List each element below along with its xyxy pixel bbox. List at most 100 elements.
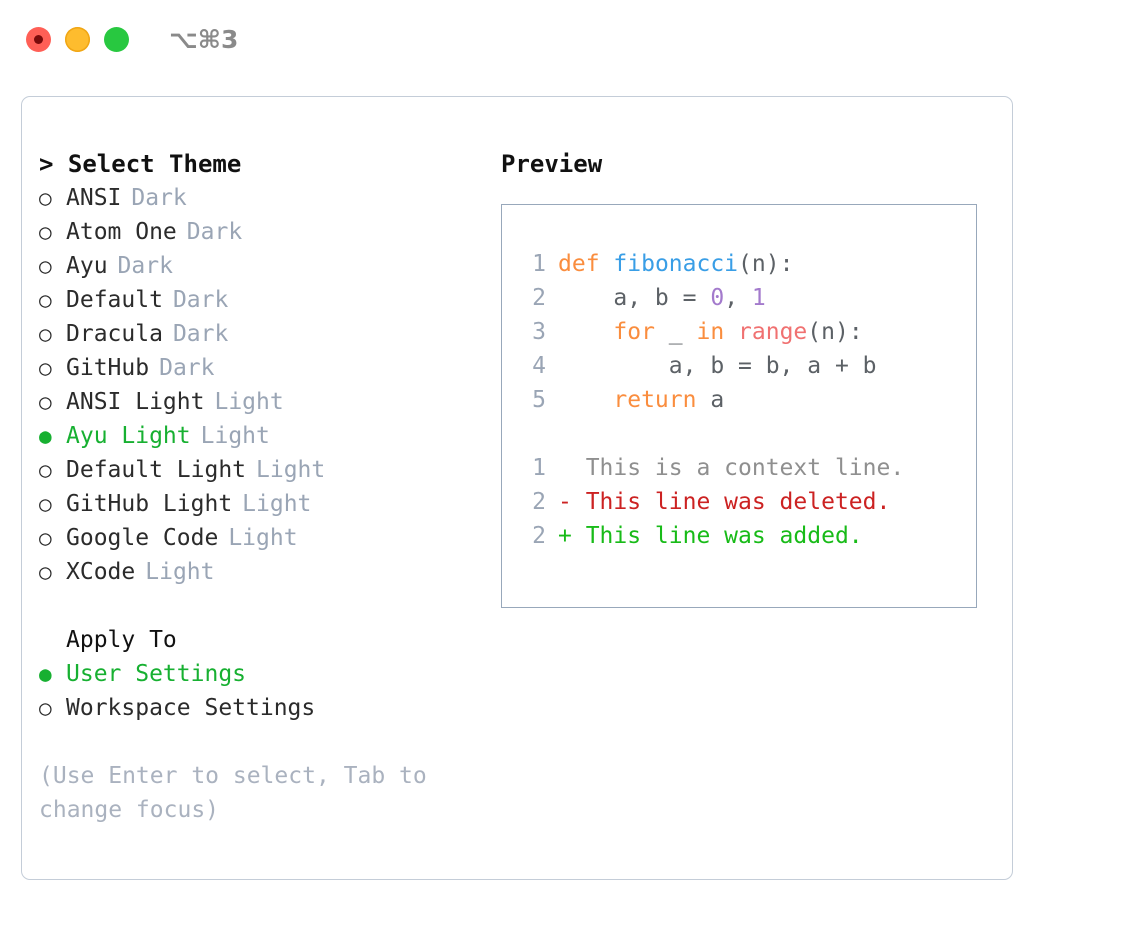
code-token: for — [613, 319, 655, 345]
theme-option-label: Atom One — [66, 219, 177, 245]
code-token — [558, 319, 613, 345]
code-line: 2 - This line was deleted. — [516, 485, 904, 519]
theme-option-label: ANSI Light — [66, 389, 205, 415]
apply-to-option-list: ●User Settings○Workspace Settings — [39, 657, 469, 725]
theme-option-label: XCode — [66, 559, 136, 585]
radio-unselected-icon: ○ — [39, 322, 52, 346]
theme-option-label: Default Light — [66, 457, 247, 483]
line-number: 5 — [532, 387, 546, 413]
apply-to-heading: Apply To — [66, 627, 177, 653]
theme-option-google-code[interactable]: ○ Google Code Light — [39, 521, 469, 555]
code-token — [558, 387, 613, 413]
code-line: 3 for _ in range(n): — [516, 315, 904, 349]
theme-variant-badge: Dark — [159, 355, 215, 381]
theme-option-ayu-light[interactable]: ● Ayu Light Light — [39, 419, 469, 453]
theme-option-default[interactable]: ○ Default Dark — [39, 283, 469, 317]
code-line-text: for _ in range(n): — [558, 315, 862, 349]
code-token: return — [613, 387, 697, 413]
code-token: _ — [654, 319, 697, 345]
line-number: 2 — [532, 523, 546, 549]
keyboard-shortcut-label: ⌥⌘3 — [169, 24, 239, 54]
code-token: fibonacci — [613, 251, 739, 277]
theme-variant-badge: Dark — [172, 321, 229, 347]
theme-variant-badge: Dark — [186, 219, 243, 245]
radio-unselected-icon: ○ — [39, 186, 52, 210]
theme-option-dracula[interactable]: ○ Dracula Dark — [39, 317, 469, 351]
theme-option-label: Ayu Light — [66, 423, 191, 449]
theme-option-label: Default — [66, 287, 163, 313]
radio-unselected-icon: ○ — [39, 288, 52, 312]
code-token: a, b = — [558, 285, 711, 311]
code-line-text: def fibonacci(n): — [558, 247, 793, 281]
code-token — [724, 319, 738, 345]
code-token: (n): — [738, 251, 794, 277]
select-theme-heading: > Select Theme — [39, 150, 242, 178]
hint-spacer — [39, 725, 469, 759]
theme-option-label: ANSI — [66, 185, 122, 211]
apply-to-option-label: User Settings — [66, 661, 247, 687]
code-token: in — [696, 319, 725, 345]
code-line-text: return a — [558, 383, 724, 417]
traffic-light-controls — [26, 26, 129, 52]
theme-variant-badge: Light — [228, 525, 298, 551]
theme-variant-badge: Dark — [117, 253, 173, 279]
code-line: 5 return a — [516, 383, 904, 417]
radio-unselected-icon: ○ — [39, 696, 52, 720]
keyboard-hint-text: (Use Enter to select, Tab to change focu… — [39, 763, 441, 823]
code-token: range — [738, 319, 808, 345]
code-line: 4 a, b = b, a + b — [516, 349, 904, 383]
radio-unselected-icon: ○ — [39, 560, 52, 584]
theme-option-ansi-light[interactable]: ○ ANSI Light Light — [39, 385, 469, 419]
minimize-window-button[interactable] — [65, 26, 90, 52]
radio-unselected-icon: ○ — [39, 254, 52, 278]
radio-selected-icon: ● — [39, 424, 52, 448]
code-line-text: + This line was added. — [558, 519, 863, 553]
code-token: + This line was added. — [558, 523, 863, 549]
title-bar: ⌥⌘3 — [0, 0, 1140, 78]
theme-variant-badge: Light — [200, 423, 270, 449]
code-line — [516, 417, 904, 451]
theme-option-xcode[interactable]: ○ XCode Light — [39, 555, 469, 589]
code-line-text: This is a context line. — [558, 451, 905, 485]
line-number: 4 — [532, 353, 546, 379]
code-token: - This line was deleted. — [558, 489, 891, 515]
theme-option-label: Dracula — [66, 321, 163, 347]
theme-option-default-light[interactable]: ○ Default Light Light — [39, 453, 469, 487]
theme-variant-badge: Light — [214, 389, 284, 415]
theme-option-label: GitHub — [66, 355, 150, 381]
radio-unselected-icon: ○ — [39, 458, 52, 482]
theme-option-label: Google Code — [66, 525, 219, 551]
line-number: 3 — [532, 319, 546, 345]
theme-option-ayu[interactable]: ○ Ayu Dark — [39, 249, 469, 283]
apply-to-option-workspace-settings[interactable]: ○Workspace Settings — [39, 691, 469, 725]
theme-variant-badge: Light — [256, 457, 326, 483]
code-token: , — [724, 285, 752, 311]
radio-unselected-icon: ○ — [39, 390, 52, 414]
maximize-window-button[interactable] — [104, 26, 129, 52]
code-token: 0 — [710, 285, 725, 311]
apply-to-option-user-settings[interactable]: ●User Settings — [39, 657, 469, 691]
theme-variant-badge: Light — [145, 559, 215, 585]
line-number: 2 — [532, 489, 546, 515]
theme-variant-badge: Dark — [172, 287, 229, 313]
radio-unselected-icon: ○ — [39, 526, 52, 550]
theme-option-label: Ayu — [66, 253, 108, 279]
code-line: 2 + This line was added. — [516, 519, 904, 553]
close-window-button[interactable] — [26, 26, 51, 52]
code-token: This is a context line. — [558, 455, 905, 481]
code-token: a — [696, 387, 725, 413]
code-token: a, b = b, a + b — [558, 353, 877, 379]
code-line: 1 This is a context line. — [516, 451, 904, 485]
theme-variant-badge: Light — [242, 491, 312, 517]
code-line: 2 a, b = 0, 1 — [516, 281, 904, 315]
